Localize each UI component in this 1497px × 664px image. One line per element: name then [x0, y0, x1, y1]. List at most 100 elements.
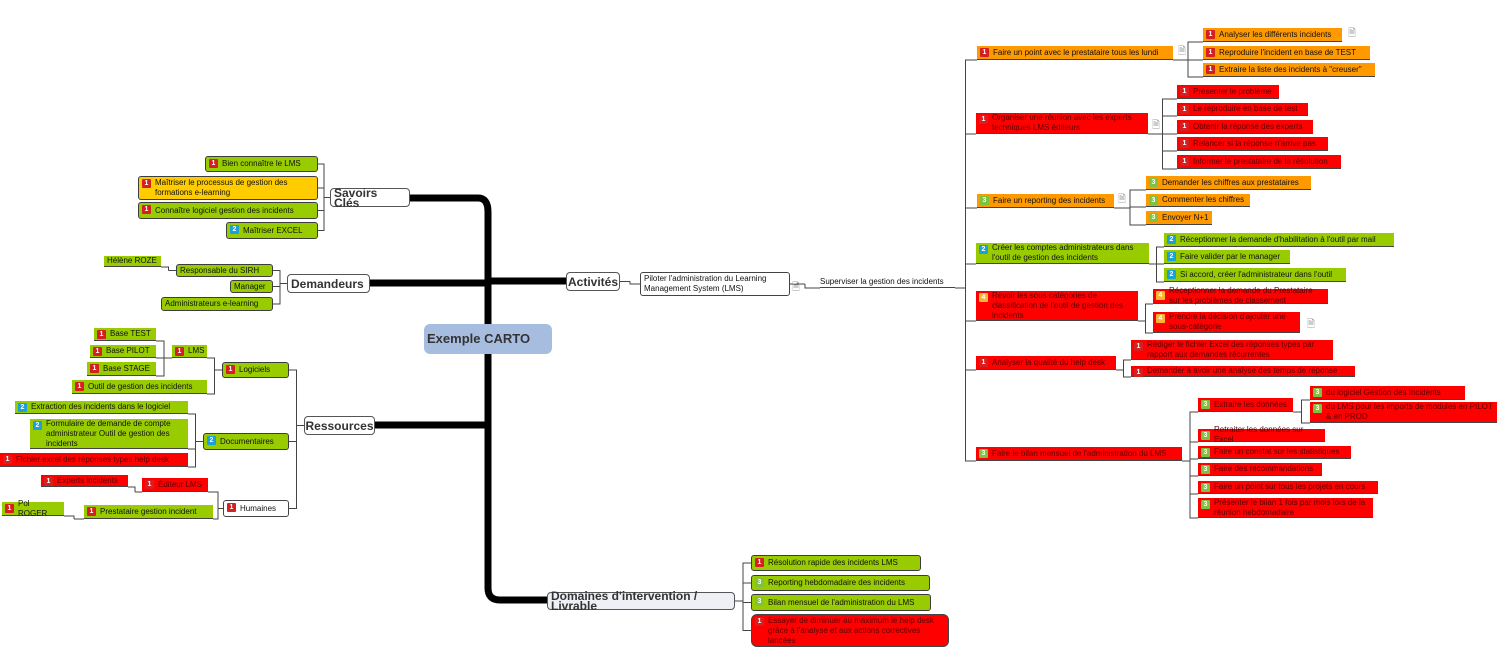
priority-badge-icon: 1: [980, 48, 989, 57]
priority-badge-icon: 3: [1201, 500, 1210, 509]
topic-node[interactable]: 1 Demander à avoir une analyse des temps …: [1131, 366, 1355, 377]
trunk-line: [370, 194, 566, 604]
topic-label: Experts incidents: [57, 475, 118, 485]
topic-node[interactable]: Administrateurs e-learning: [161, 297, 273, 311]
topic-node[interactable]: Superviser la gestion des incidents: [820, 276, 955, 288]
branch-activites[interactable]: Activités: [566, 272, 620, 291]
note-icon[interactable]: 🗎: [1118, 194, 1127, 205]
priority-badge-icon: 3: [1149, 178, 1158, 187]
topic-label: Demander à avoir une analyse des temps d…: [1147, 366, 1338, 375]
topic-label: Documentaires: [220, 436, 274, 446]
topic-label: Connaître logiciel gestion des incidents: [155, 205, 294, 215]
priority-badge-icon: 2: [1167, 252, 1176, 261]
priority-badge-icon: 3: [1201, 465, 1210, 474]
topic-label: Manager: [234, 281, 266, 291]
topic-label: Revoir les sous catégories de classifica…: [992, 290, 1123, 320]
topic-label: Base PILOT: [106, 346, 150, 355]
branch-ressources[interactable]: Ressources: [304, 416, 375, 435]
priority-badge-icon: 3: [1201, 448, 1210, 457]
topic-label: Outil de gestion des incidents: [88, 381, 193, 391]
note-icon[interactable]: 🗎: [1348, 28, 1357, 39]
branch-domaines-intervention[interactable]: Domaines d'intervention / Livrable: [547, 590, 735, 612]
priority-badge-icon: 1: [1206, 30, 1215, 39]
priority-badge-icon: 1: [87, 507, 96, 516]
priority-badge-icon: 1: [755, 558, 764, 567]
priority-badge-icon: 4: [979, 293, 988, 302]
note-icon[interactable]: 🗎: [1152, 120, 1161, 131]
topic-node[interactable]: Responsable du SIRH: [176, 264, 273, 277]
priority-badge-icon: 4: [1156, 291, 1165, 300]
topic-node[interactable]: Piloter l'administration du Learning Man…: [640, 272, 790, 296]
branch-demandeurs[interactable]: Demandeurs: [287, 274, 370, 293]
central-topic[interactable]: Exemple CARTO: [424, 324, 552, 354]
topic-node[interactable]: Manager: [230, 280, 273, 293]
topic-label: Superviser la gestion des incidents: [820, 276, 944, 286]
note-icon[interactable]: 🗎: [1178, 46, 1187, 57]
topic-label: Demandeurs: [291, 276, 364, 291]
note-icon[interactable]: 🗎: [792, 282, 801, 293]
topic-node[interactable]: Hélène ROZE: [104, 256, 161, 267]
topic-label: Humaines: [240, 503, 277, 513]
priority-badge-icon: 1: [226, 365, 235, 374]
topic-node[interactable]: 4 Revoir les sous catégories de classific…: [976, 291, 1138, 321]
topic-label: Le reproduire en base de test: [1193, 104, 1298, 113]
branch-savoirs-cles[interactable]: Savoirs Clés: [330, 187, 410, 209]
priority-badge-icon: 1: [1134, 368, 1143, 377]
note-icon[interactable]: 🗎: [1307, 319, 1316, 330]
